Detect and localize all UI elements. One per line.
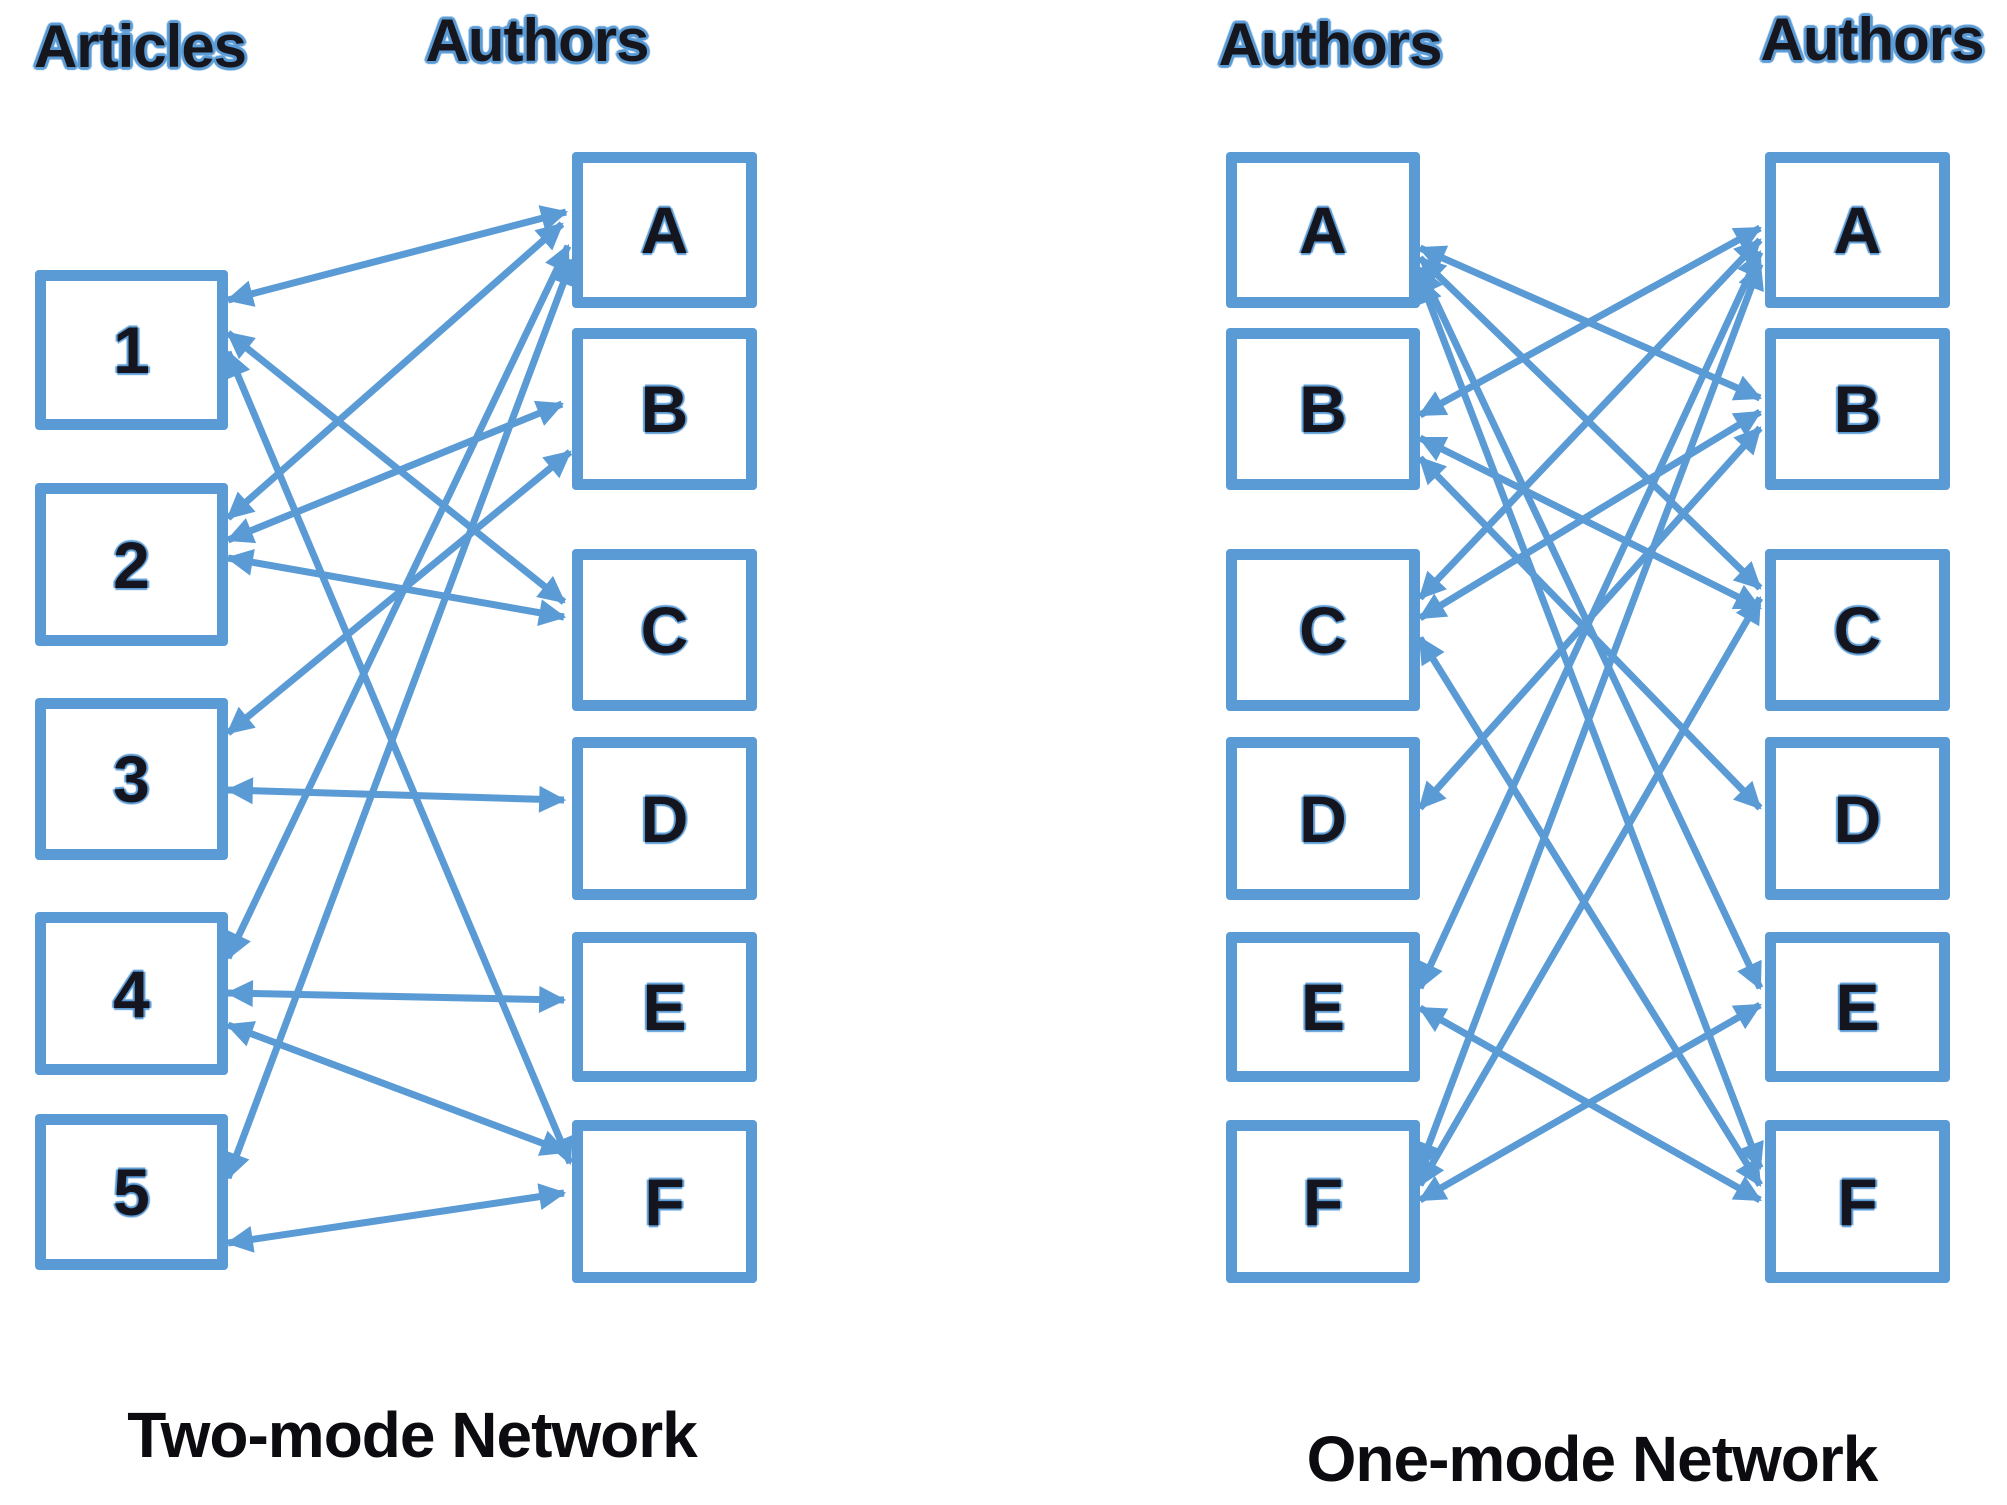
edge-one-mode-F-E [1418, 1001, 1762, 1204]
node-box-article-2: 2 [35, 483, 228, 646]
node-box-author-B: B [572, 328, 757, 490]
node-label: E [1835, 970, 1880, 1044]
node-box-author-D: D [1226, 737, 1420, 900]
node-box-article-1: 1 [35, 270, 228, 430]
node-label: B [1299, 372, 1347, 446]
edge-two-mode-3-D [225, 777, 567, 813]
node-box-article-5: 5 [35, 1114, 228, 1270]
node-label: E [642, 970, 687, 1044]
edge-two-mode-1-A [225, 205, 569, 307]
node-label: D [640, 781, 689, 856]
column-header-authors-3: Authors [1760, 6, 1985, 73]
node-box-author-E: E [1765, 932, 1950, 1082]
node-box-author-A: A [1765, 152, 1950, 308]
node-box-author-A: A [572, 152, 757, 308]
edge-one-mode-B-A [1418, 224, 1762, 419]
node-label: 5 [113, 1155, 150, 1229]
node-label: 1 [113, 313, 150, 387]
node-label: F [1837, 1164, 1878, 1239]
edge-two-mode-5-A [224, 257, 576, 1181]
node-box-author-F: F [572, 1120, 757, 1283]
node-label: E [1300, 970, 1346, 1044]
node-box-author-B: B [1765, 328, 1950, 490]
node-label: 2 [113, 527, 150, 602]
node-label: C [640, 593, 689, 667]
caption-one-mode: One-mode Network [1306, 1423, 1879, 1495]
column-header-authors-1: Authors [425, 7, 650, 74]
node-label: A [1299, 193, 1347, 267]
edge-two-mode-4-A [224, 244, 572, 960]
node-label: F [644, 1164, 685, 1239]
node-label: D [1299, 781, 1347, 856]
edge-one-mode-B-C [1418, 434, 1762, 612]
node-label: A [640, 193, 689, 267]
edge-two-mode-5-F [225, 1183, 567, 1253]
node-box-author-E: E [1226, 932, 1420, 1082]
node-box-author-D: D [572, 737, 757, 900]
node-label: B [1833, 372, 1882, 446]
node-label: F [1302, 1164, 1344, 1239]
node-box-author-A: A [1226, 152, 1420, 308]
node-box-author-B: B [1226, 328, 1420, 490]
node-box-author-D: D [1765, 737, 1950, 900]
node-box-author-C: C [572, 549, 757, 711]
node-box-article-4: 4 [35, 912, 228, 1075]
node-box-article-3: 3 [35, 698, 228, 860]
node-label: B [640, 372, 689, 446]
node-label: 4 [113, 956, 150, 1031]
node-box-author-F: F [1765, 1120, 1950, 1283]
node-box-author-C: C [1765, 549, 1950, 711]
node-box-author-E: E [572, 932, 757, 1082]
node-box-author-C: C [1226, 549, 1420, 711]
node-box-author-F: F [1226, 1120, 1420, 1283]
node-label: C [1833, 593, 1882, 667]
node-label: A [1833, 193, 1882, 267]
node-label: 3 [113, 742, 150, 816]
caption-two-mode: Two-mode Network [127, 1399, 697, 1471]
column-header-authors-2: Authors [1218, 11, 1443, 78]
node-label: D [1833, 781, 1882, 856]
node-label: C [1299, 593, 1347, 667]
edge-two-mode-4-E [225, 980, 567, 1013]
column-header-articles: Articles [33, 13, 247, 80]
